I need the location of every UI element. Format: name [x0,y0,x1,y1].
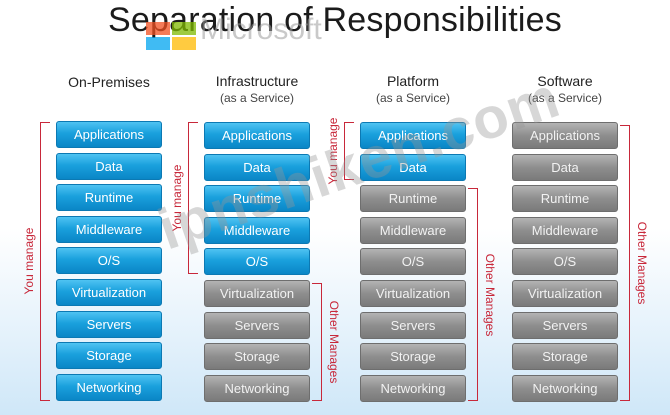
layer-o-s-infrastructure: O/S [204,248,310,276]
layer-runtime-software: Runtime [512,185,618,213]
page-title: Separation of Responsibilities [108,1,562,39]
layer-o-s-software: O/S [512,248,618,276]
layer-o-s-on-premises: O/S [56,247,162,275]
layer-networking-on-premises: Networking [56,373,162,401]
other-manages-bracket [620,125,630,401]
layer-networking-software: Networking [512,374,618,402]
layer-applications-platform: Applications [360,122,466,149]
logo-text: Microsoft [200,13,322,46]
layer-applications-on-premises: Applications [56,121,162,148]
you-manage-label: You manage [326,117,340,185]
you-manage-bracket [344,122,354,180]
layer-applications-infrastructure: Applications [204,122,310,149]
layer-virtualization-software: Virtualization [512,280,618,307]
layer-data-infrastructure: Data [204,153,310,181]
layer-virtualization-on-premises: Virtualization [56,279,162,306]
column-header-on-premises: On-Premises [36,74,182,91]
column-header-infrastructure: Infrastructure (as a Service) [184,73,330,107]
other-manages-label: Other Manages [635,221,649,305]
layer-storage-platform: Storage [360,343,466,371]
layer-middleware-infrastructure: Middleware [204,216,310,244]
layer-storage-on-premises: Storage [56,342,162,370]
layer-o-s-platform: O/S [360,248,466,276]
layer-networking-infrastructure: Networking [204,374,310,402]
layer-storage-infrastructure: Storage [204,343,310,371]
layer-middleware-on-premises: Middleware [56,215,162,243]
layer-data-software: Data [512,153,618,181]
layer-applications-software: Applications [512,122,618,149]
other-manages-label: Other Manages [483,253,497,336]
column-title: Infrastructure [215,73,299,89]
column-subtitle: (as a Service) [219,91,295,105]
you-manage-bracket [188,122,198,275]
layer-data-platform: Data [360,153,466,181]
you-manage-label: You manage [170,164,184,232]
layer-middleware-platform: Middleware [360,216,466,244]
other-manages-bracket [312,283,322,401]
layer-data-on-premises: Data [56,152,162,180]
column-header-platform: Platform (as a Service) [340,73,486,107]
layer-storage-software: Storage [512,343,618,371]
layer-servers-infrastructure: Servers [204,311,310,339]
column-title: Software [537,73,593,89]
layer-middleware-software: Middleware [512,216,618,244]
microsoft-logo-icon [146,22,198,50]
layer-virtualization-platform: Virtualization [360,280,466,307]
other-manages-bracket [468,188,478,401]
column-title: Platform [386,73,440,89]
layer-runtime-platform: Runtime [360,185,466,213]
layer-servers-on-premises: Servers [56,310,162,338]
column-subtitle: (as a Service) [375,91,451,105]
layer-networking-platform: Networking [360,374,466,402]
layer-runtime-on-premises: Runtime [56,184,162,212]
column-title: On-Premises [68,74,150,90]
column-header-software: Software (as a Service) [492,73,638,107]
layer-servers-platform: Servers [360,311,466,339]
column-subtitle: (as a Service) [527,91,603,105]
layer-servers-software: Servers [512,311,618,339]
you-manage-label: You manage [22,227,36,295]
layer-virtualization-infrastructure: Virtualization [204,280,310,307]
layer-runtime-infrastructure: Runtime [204,185,310,213]
you-manage-bracket [40,122,50,401]
other-manages-label: Other Manages [327,300,341,384]
